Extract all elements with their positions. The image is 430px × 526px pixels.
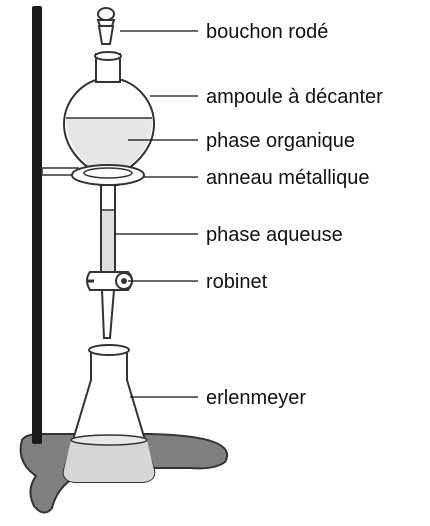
ground-glass-stopper-icon xyxy=(96,7,116,45)
funnel-drain-tip xyxy=(100,289,116,339)
label-stopcock: robinet xyxy=(206,271,268,293)
erlenmeyer-liquid xyxy=(63,440,155,482)
label-ring: anneau métallique xyxy=(206,167,369,189)
organic-phase-liquid xyxy=(66,118,153,171)
aqueous-phase-liquid xyxy=(102,210,114,274)
erlenmeyer-liquid-surface xyxy=(70,434,148,446)
erlenmeyer-rim xyxy=(88,344,130,356)
metal-ring-inner xyxy=(83,167,133,179)
funnel-neck-rim xyxy=(94,51,122,61)
label-funnel: ampoule à décanter xyxy=(206,86,383,108)
label-stopper: bouchon rodé xyxy=(206,21,328,43)
label-organic-phase: phase organique xyxy=(206,130,355,152)
stand-rod xyxy=(32,6,42,444)
stopcock-icon xyxy=(86,271,133,291)
label-aqueous-phase: phase aqueuse xyxy=(206,224,343,246)
label-erlenmeyer: erlenmeyer xyxy=(206,387,306,409)
